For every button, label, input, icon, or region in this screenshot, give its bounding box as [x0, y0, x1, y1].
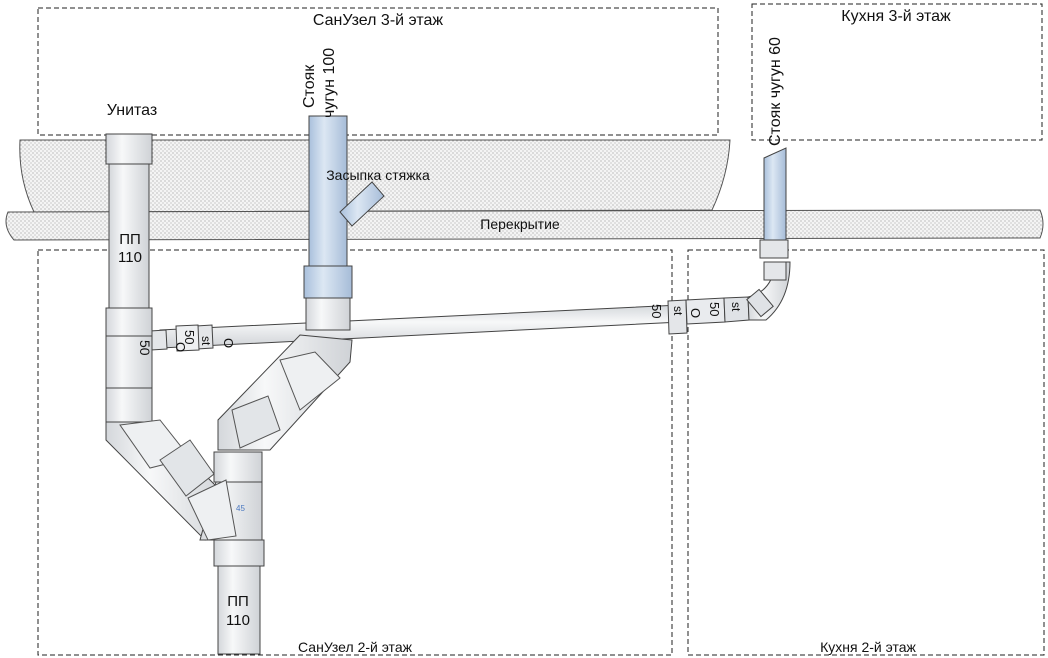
pp-top-label-2: 110 [118, 249, 142, 266]
slab-label: Перекрытие [480, 216, 560, 232]
tee-45 [187, 451, 263, 541]
kitchen-elbow [746, 261, 791, 321]
bottom-pipe-110 [213, 539, 265, 655]
toilet-pipe-110 [105, 133, 153, 423]
room-bathroom-3 [37, 7, 719, 136]
room-title-bathroom-3: СанУзел 3-й этаж [313, 12, 444, 29]
mark-st-left: st [199, 336, 213, 346]
mark-o-center: O [221, 338, 236, 348]
mark-size-small: 50 [182, 330, 197, 344]
mark-o-right: O [688, 308, 703, 318]
kitchen-riser-60 [759, 147, 789, 259]
mark-size-right-1: 50 [649, 304, 664, 318]
tee-angle-label: 45 [236, 504, 245, 513]
main-riser-100 [303, 115, 385, 331]
room-title-kitchen-2: Кухня 2-й этаж [820, 639, 916, 655]
toilet-label: Унитаз [107, 102, 157, 119]
riser-main-label-2: чугун 100 [321, 48, 338, 118]
riser-main-label-1: Стояк [301, 64, 318, 108]
pp-top-label-1: ПП [119, 231, 141, 248]
room-kitchen-2 [687, 249, 1045, 656]
pp-bottom-label-1: ПП [227, 593, 249, 610]
screed-label: Засыпка стяжка [326, 167, 430, 183]
pp-bottom-label-2: 110 [226, 612, 250, 629]
riser-kitchen-label: Стояк чугун 60 [767, 37, 784, 146]
mark-size-left: 50 [137, 340, 153, 356]
room-kitchen-3 [751, 3, 1043, 141]
room-bathroom-2 [37, 249, 673, 656]
right-branch [217, 334, 353, 451]
mark-st-right: st [671, 306, 685, 316]
drain-pipe-50 [149, 296, 750, 352]
mark-o-left: O [173, 342, 188, 352]
mark-st-right-2: st [729, 302, 743, 312]
room-title-bathroom-2: СанУзел 2-й этаж [298, 639, 413, 655]
mark-size-right-2: 50 [707, 302, 722, 316]
room-title-kitchen-3: Кухня 3-й этаж [841, 8, 951, 25]
screed-layer [19, 139, 731, 213]
